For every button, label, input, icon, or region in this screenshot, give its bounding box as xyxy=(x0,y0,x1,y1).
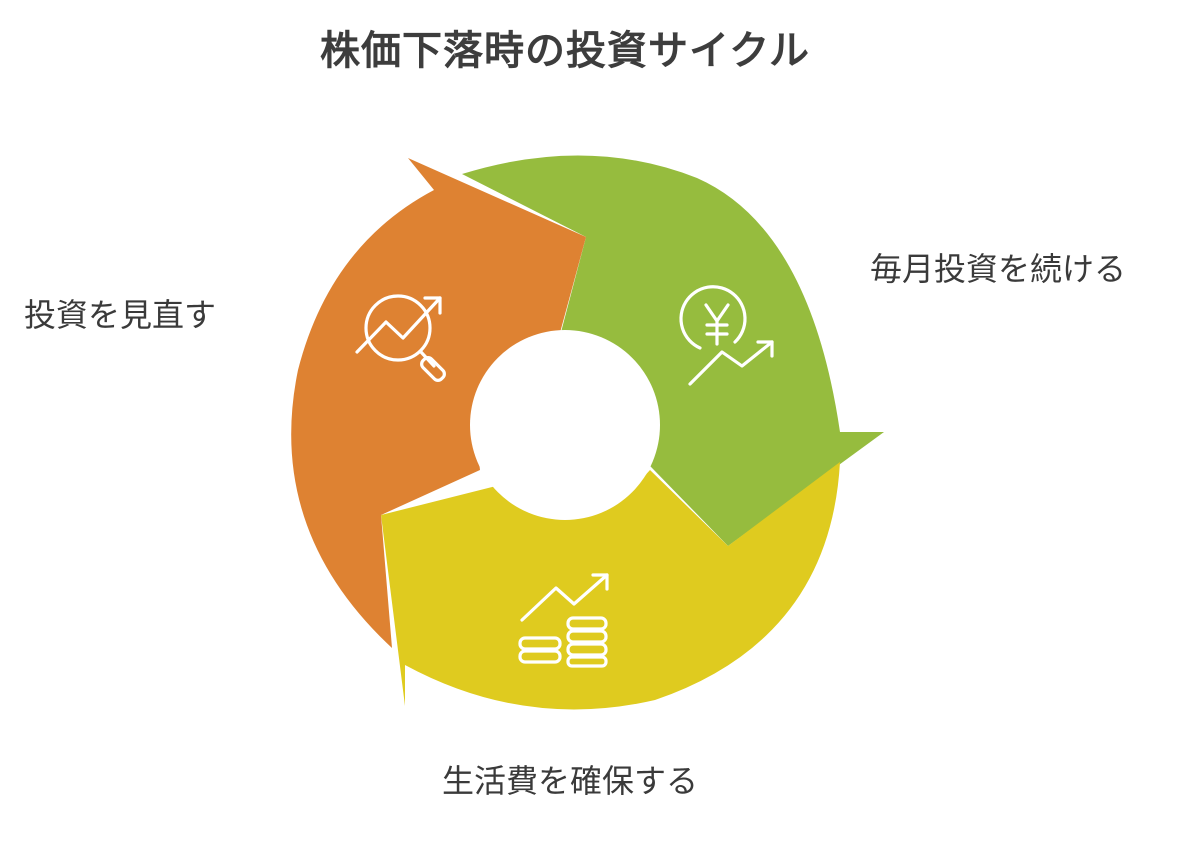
cycle-center-hole xyxy=(470,330,660,520)
coins-growth-icon xyxy=(518,573,609,668)
analysis-magnifier-icon xyxy=(355,294,446,382)
cycle-arrow-green xyxy=(462,155,884,546)
step-label-secure-living-costs: 生活費を確保する xyxy=(441,762,698,800)
step-label-review-investment: 投資を見直す xyxy=(24,296,217,334)
cycle-arrow-orange xyxy=(291,158,586,648)
step-label-invest-monthly: 毎月投資を続ける xyxy=(870,250,1127,288)
diagram-title: 株価下落時の投資サイクル xyxy=(320,28,810,74)
cycle-arrow-yellow xyxy=(381,462,840,710)
yen-growth-icon xyxy=(679,285,774,386)
